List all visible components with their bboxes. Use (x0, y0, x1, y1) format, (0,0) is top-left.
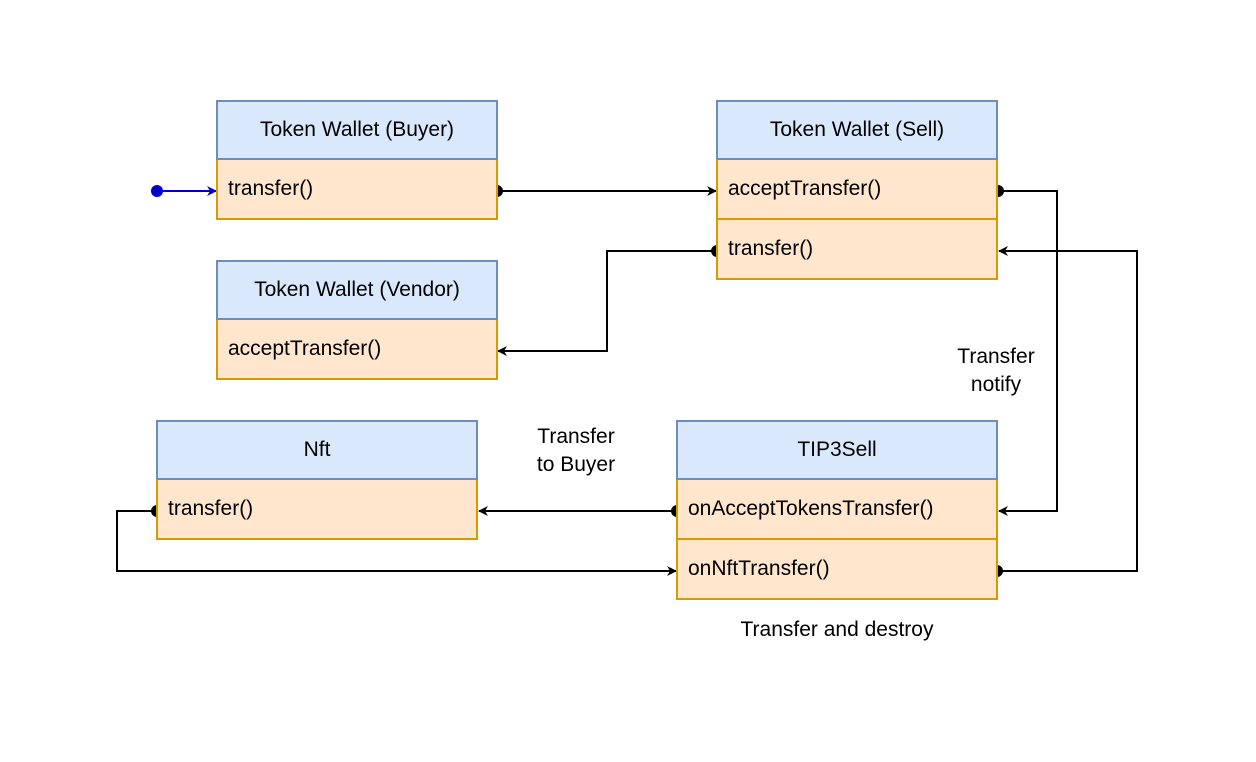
edge-tip3-to-nft (478, 505, 683, 517)
edge-entry (151, 185, 217, 197)
label-transfer-notify: Transfer notify (936, 343, 1056, 399)
method-transfer[interactable]: transfer() (716, 220, 998, 280)
box-title: Token Wallet (Buyer) (216, 100, 498, 160)
box-title: Token Wallet (Sell) (716, 100, 998, 160)
box-token-wallet-buyer[interactable]: Token Wallet (Buyer) transfer() (216, 100, 498, 220)
edge-tip3-to-sell (991, 246, 1138, 577)
method-on-accept-tokens-transfer[interactable]: onAcceptTokensTransfer() (676, 480, 998, 540)
edge-buyer-to-sell (491, 185, 717, 197)
box-token-wallet-vendor[interactable]: Token Wallet (Vendor) acceptTransfer() (216, 260, 498, 380)
label-line: Transfer (537, 425, 615, 448)
method-transfer[interactable]: transfer() (216, 160, 498, 220)
edge-sell-to-vendor (497, 245, 723, 356)
box-title: TIP3Sell (676, 420, 998, 480)
box-nft[interactable]: Nft transfer() (156, 420, 478, 540)
label-line: to Buyer (536, 453, 616, 476)
method-accept-transfer[interactable]: acceptTransfer() (216, 320, 498, 380)
box-tip3sell[interactable]: TIP3Sell onAcceptTokensTransfer() onNftT… (676, 420, 998, 600)
box-title: Nft (156, 420, 478, 480)
label-transfer-to-buyer: Transfer to Buyer (516, 423, 636, 479)
method-transfer[interactable]: transfer() (156, 480, 478, 540)
label-line: Transfer (957, 345, 1035, 368)
box-title: Token Wallet (Vendor) (216, 260, 498, 320)
box-token-wallet-sell[interactable]: Token Wallet (Sell) acceptTransfer() tra… (716, 100, 998, 280)
label-line: Transfer and destroy (740, 618, 934, 641)
label-line: notify (970, 373, 1022, 396)
method-accept-transfer[interactable]: acceptTransfer() (716, 160, 998, 220)
label-transfer-and-destroy: Transfer and destroy (696, 616, 978, 644)
method-on-nft-transfer[interactable]: onNftTransfer() (676, 540, 998, 600)
